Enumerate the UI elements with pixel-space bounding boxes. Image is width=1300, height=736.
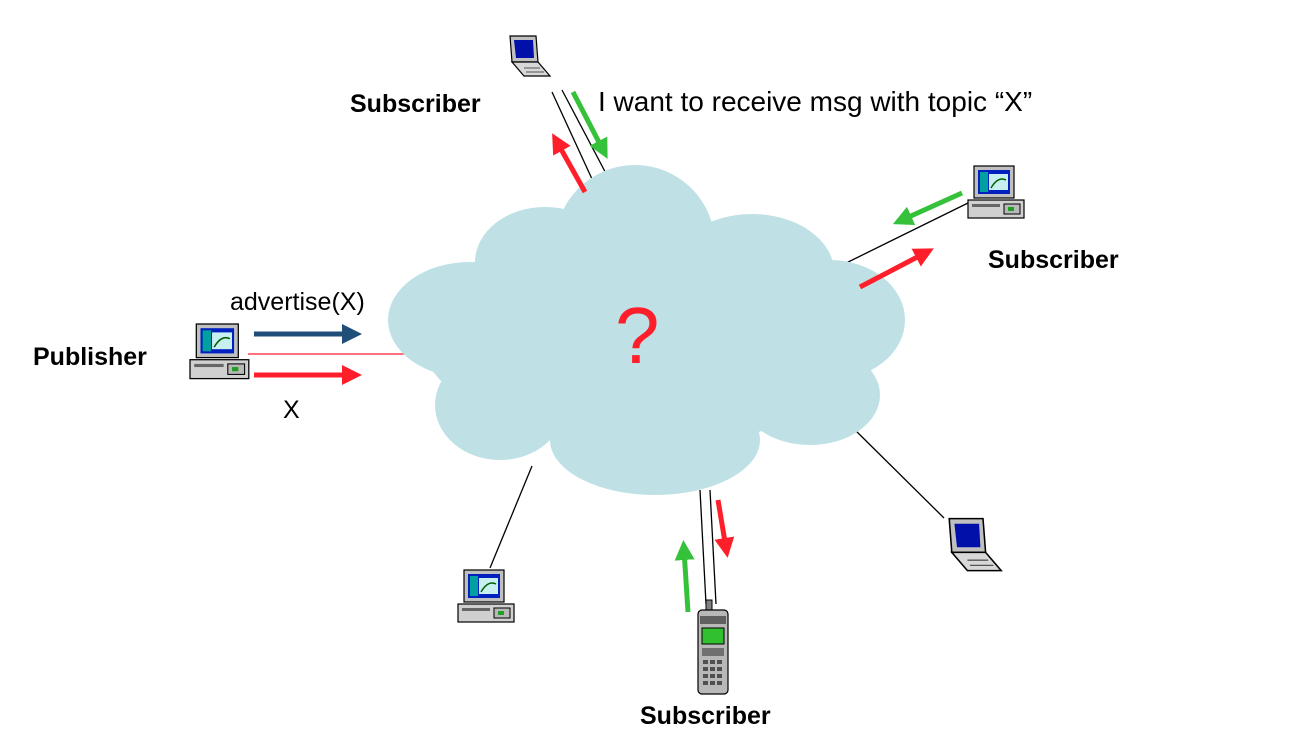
desktop-computer-icon bbox=[967, 165, 1025, 219]
subscribe-arrow-right bbox=[892, 190, 964, 226]
subscriber-top-label: Subscriber bbox=[350, 90, 481, 118]
publish-arrow-top bbox=[552, 133, 588, 194]
laptop-icon bbox=[948, 517, 1002, 572]
publisher-label: Publisher bbox=[33, 343, 147, 371]
link-right-subscriber bbox=[835, 202, 969, 269]
network-cloud bbox=[388, 165, 905, 495]
link-bottom-left-computer bbox=[489, 465, 533, 569]
subscriber-bottom-label: Subscriber bbox=[640, 702, 771, 730]
connection-lines bbox=[489, 89, 969, 605]
desktop-computer-icon bbox=[189, 323, 250, 380]
unknown-network-question-mark: ? bbox=[615, 291, 660, 380]
mobile-phone-icon bbox=[697, 599, 729, 695]
publish-arrow-bottom bbox=[714, 499, 735, 558]
link-bottom-right-laptop bbox=[849, 424, 945, 519]
link-bottom-phone-a bbox=[699, 489, 707, 605]
link-top-subscriber-b bbox=[551, 91, 599, 193]
publish-arrow-right bbox=[858, 248, 934, 290]
publish-topic-label: X bbox=[283, 396, 300, 424]
laptop-icon bbox=[509, 35, 551, 77]
desktop-computer-icon bbox=[457, 569, 515, 623]
subscribe-message: I want to receive msg with topic “X” bbox=[598, 86, 1033, 117]
link-bottom-phone-b bbox=[709, 489, 717, 605]
subscribe-arrow-top bbox=[570, 90, 608, 159]
arrows bbox=[254, 90, 964, 613]
advertise-label: advertise(X) bbox=[230, 288, 365, 316]
subscribe-arrow-bottom bbox=[674, 540, 695, 613]
subscriber-right-label: Subscriber bbox=[988, 246, 1119, 274]
